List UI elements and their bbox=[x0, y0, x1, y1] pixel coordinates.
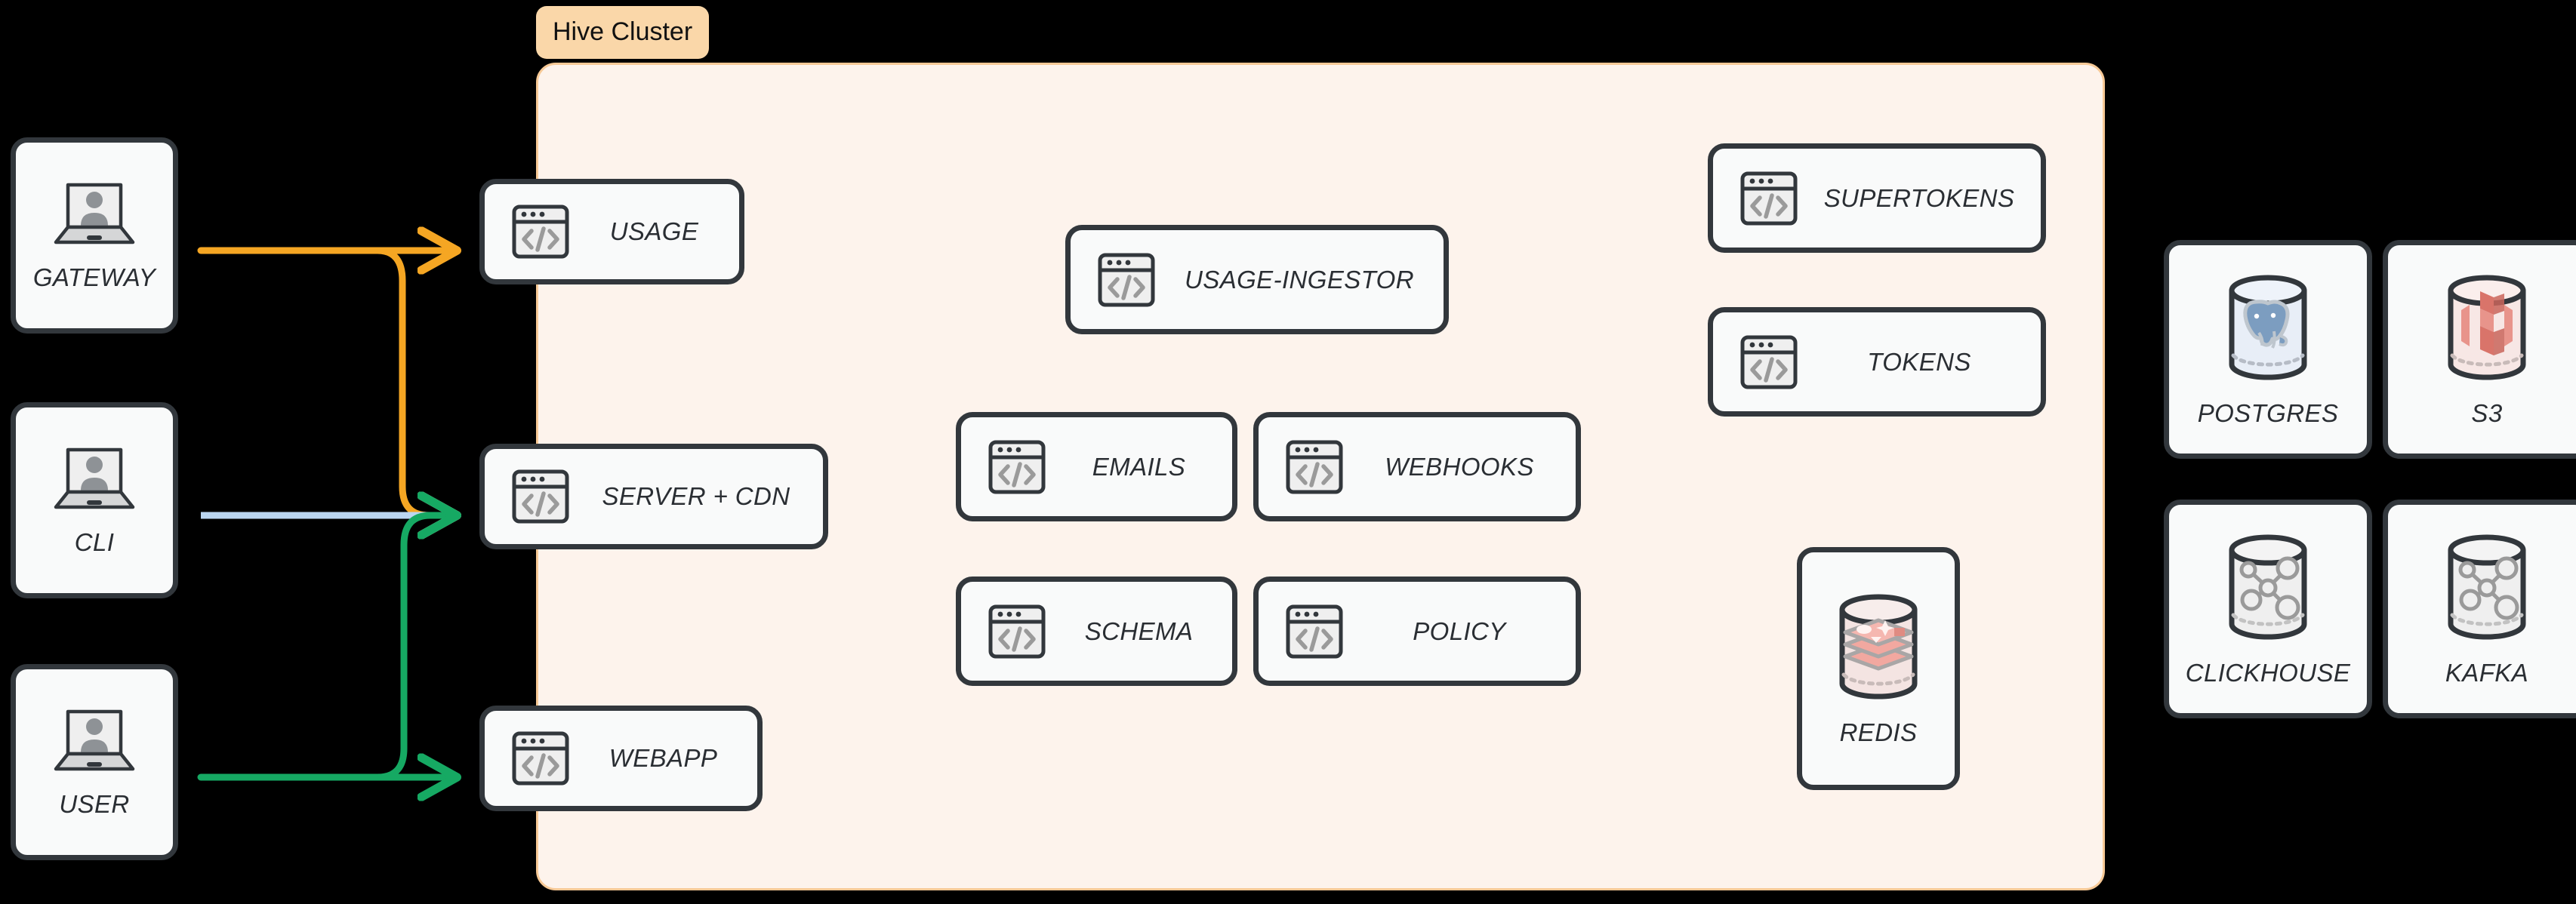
datastore-node-label: CLICKHOUSE bbox=[2185, 659, 2351, 687]
datastore-node-label: S3 bbox=[2471, 399, 2503, 427]
code-window-icon bbox=[988, 604, 1046, 659]
service-node-label: SUPERTOKENS bbox=[1823, 183, 2015, 212]
service-node-label: WEBAPP bbox=[609, 744, 718, 772]
code-window-icon bbox=[512, 731, 569, 786]
hive-cluster-label: Hive Cluster bbox=[536, 6, 710, 59]
redis-database-icon bbox=[1826, 590, 1931, 703]
service-node-server-cdn[interactable]: SERVER + CDN bbox=[479, 444, 828, 549]
code-window-icon bbox=[1286, 440, 1343, 494]
laptop-user-icon bbox=[48, 706, 140, 775]
datastore-node-redis[interactable]: REDIS bbox=[1797, 547, 1960, 790]
clickhouse-database-icon bbox=[2215, 530, 2321, 644]
service-node-label: USAGE bbox=[609, 217, 699, 245]
service-node-usage[interactable]: USAGE bbox=[479, 179, 744, 284]
service-node-usage-ingestor[interactable]: USAGE-INGESTOR bbox=[1065, 225, 1449, 334]
kafka-database-icon bbox=[2434, 530, 2540, 644]
code-window-icon bbox=[1740, 171, 1798, 226]
service-node-supertokens[interactable]: SUPERTOKENS bbox=[1708, 143, 2046, 253]
datastore-node-s3[interactable]: S3 bbox=[2383, 240, 2576, 459]
code-window-icon bbox=[1286, 604, 1343, 659]
client-node-label: USER bbox=[59, 790, 130, 818]
wire-user-to-server-cdn bbox=[197, 515, 453, 781]
datastore-node-label: KAFKA bbox=[2445, 659, 2529, 687]
datastore-node-clickhouse[interactable]: CLICKHOUSE bbox=[2164, 500, 2372, 718]
datastore-node-postgres[interactable]: POSTGRES bbox=[2164, 240, 2372, 459]
service-node-policy[interactable]: POLICY bbox=[1253, 577, 1581, 686]
datastore-node-label: POSTGRES bbox=[2197, 399, 2339, 427]
service-node-label: SCHEMA bbox=[1084, 617, 1194, 645]
service-node-label: EMAILS bbox=[1092, 452, 1186, 481]
service-node-label: USAGE-INGESTOR bbox=[1185, 265, 1414, 294]
datastore-node-label: REDIS bbox=[1839, 718, 1918, 746]
service-node-webapp[interactable]: WEBAPP bbox=[479, 706, 763, 811]
service-node-label: POLICY bbox=[1413, 617, 1506, 645]
service-node-label: WEBHOOKS bbox=[1385, 452, 1534, 481]
client-node-label: CLI bbox=[74, 528, 115, 556]
service-node-webhooks[interactable]: WEBHOOKS bbox=[1253, 412, 1581, 521]
code-window-icon bbox=[512, 204, 569, 259]
service-node-tokens[interactable]: TOKENS bbox=[1708, 307, 2046, 417]
client-node-label: GATEWAY bbox=[32, 263, 156, 291]
code-window-icon bbox=[1098, 253, 1155, 307]
code-window-icon bbox=[1740, 335, 1798, 389]
client-node-cli[interactable]: CLI bbox=[11, 402, 178, 598]
laptop-user-icon bbox=[48, 444, 140, 513]
service-node-emails[interactable]: EMAILS bbox=[956, 412, 1237, 521]
code-window-icon bbox=[512, 469, 569, 524]
client-node-gateway[interactable]: GATEWAY bbox=[11, 137, 178, 334]
s3-database-icon bbox=[2434, 271, 2540, 384]
datastore-node-kafka[interactable]: KAFKA bbox=[2383, 500, 2576, 718]
wire-gateway-to-server-cdn bbox=[197, 247, 453, 515]
service-node-schema[interactable]: SCHEMA bbox=[956, 577, 1237, 686]
postgres-database-icon bbox=[2215, 271, 2321, 384]
code-window-icon bbox=[988, 440, 1046, 494]
service-node-label: TOKENS bbox=[1867, 347, 1971, 376]
client-node-user[interactable]: USER bbox=[11, 664, 178, 860]
laptop-user-icon bbox=[48, 179, 140, 248]
service-node-label: SERVER + CDN bbox=[602, 482, 790, 510]
